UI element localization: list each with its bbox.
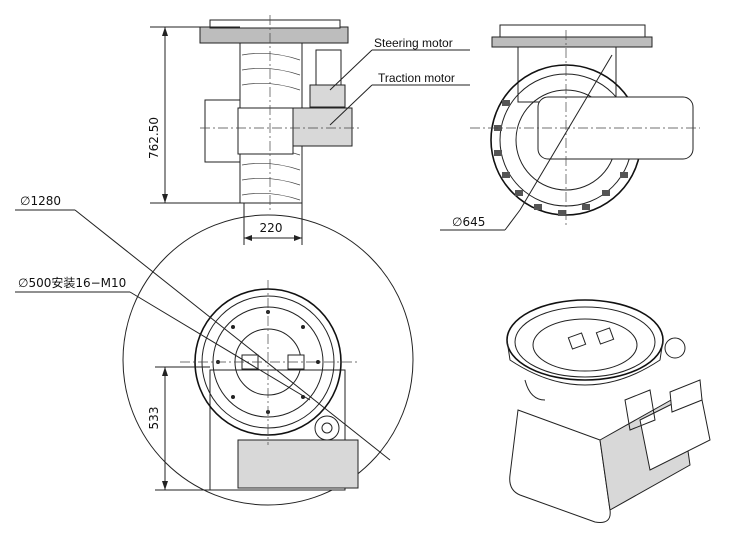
wheel-tread — [241, 53, 301, 201]
bolt-circle-label: ∅500安装16−M10 — [18, 275, 126, 290]
top-view: ∅1280 ∅500安装16−M10 533 — [15, 194, 414, 506]
side-mounting-plate — [491, 36, 653, 48]
side-view: ∅645 — [440, 24, 700, 231]
outer-circle — [122, 214, 414, 506]
width-dimension: 220 — [260, 221, 283, 235]
iso-slewing-ring — [506, 299, 664, 381]
iso-motor-body — [509, 409, 611, 523]
mounting-plate — [199, 26, 349, 44]
traction-motor-body — [289, 107, 353, 147]
height-dimension: 762.50 — [147, 117, 161, 159]
isometric-view — [506, 299, 711, 523]
iso-gear — [664, 337, 686, 359]
bolt-holes — [216, 310, 320, 414]
front-view: 762.50 220 Steering motor Traction motor — [147, 15, 470, 245]
wheel-diameter-label: ∅645 — [452, 215, 485, 229]
traction-motor-label: Traction motor — [378, 71, 455, 85]
dimension-533: 533 — [147, 407, 161, 430]
steering-gear — [314, 415, 340, 441]
steering-motor-body — [309, 84, 346, 108]
outer-diameter-label: ∅1280 — [20, 194, 61, 208]
steering-motor-label: Steering motor — [374, 36, 453, 50]
